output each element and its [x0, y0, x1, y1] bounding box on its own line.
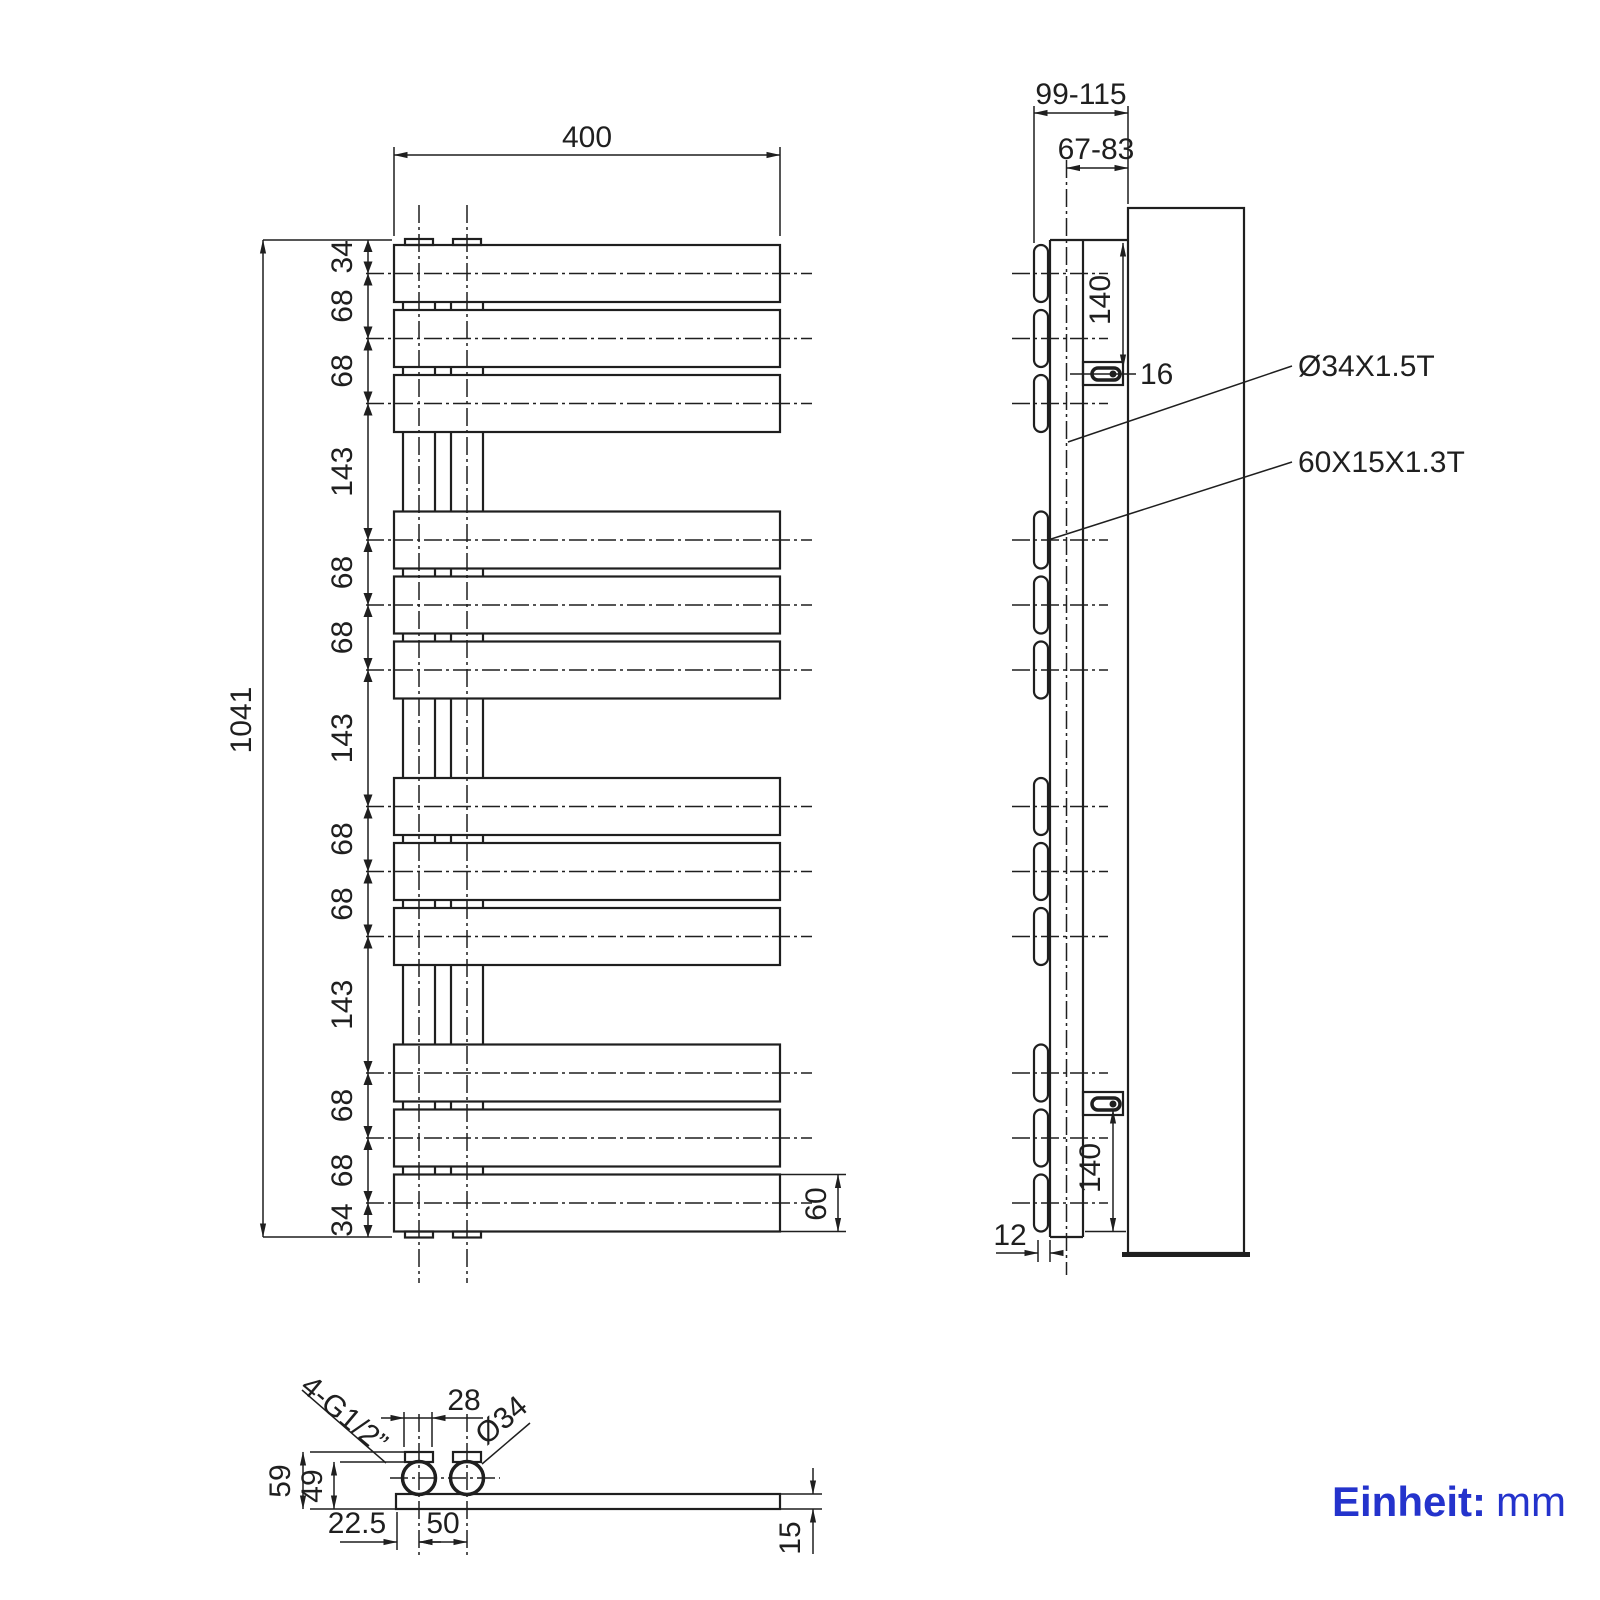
panel-centerlines	[366, 272, 812, 1204]
front-view	[366, 205, 812, 1283]
chain-label: 143	[326, 447, 359, 497]
chain-label: 68	[326, 556, 359, 589]
extension-lines-mount-depth	[1033, 106, 1129, 243]
bracket-screw	[1109, 1100, 1117, 1108]
unit-note: Einheit:mm	[1332, 1478, 1566, 1525]
dim-edge-offset-label: 22.5	[328, 1507, 386, 1540]
dim-bracket-top-label: 140	[1084, 275, 1117, 325]
side-view-dimensions: 99-115 67-83 140 16 Ø34X1.5T 60X15X1.3T …	[993, 78, 1465, 1262]
vertical-tube-side	[1048, 238, 1128, 1239]
panel-bottom-edge	[394, 1492, 782, 1511]
chain-label: 68	[326, 621, 359, 654]
tube-spec-leader	[1067, 365, 1293, 443]
extension-lines-gap	[1037, 1240, 1051, 1262]
chain-label: 68	[326, 1154, 359, 1187]
chain-label: 34	[326, 240, 359, 273]
dim-wall-to-tube-label: 67-83	[1058, 133, 1135, 166]
tube-section-centerlines	[390, 1414, 500, 1556]
dim-stub-height-label: 59	[264, 1464, 297, 1497]
front-view-dimensions: 400 1041 34 68 68 143 68 68 143 68 68 14…	[225, 121, 846, 1238]
dim-mount-depth-label: 99-115	[1035, 78, 1126, 111]
panel-spec-leader	[1047, 461, 1293, 541]
side-view	[1012, 160, 1250, 1275]
chain-label: 143	[326, 980, 359, 1030]
tube-centerlines	[418, 205, 468, 1283]
dim-gap-label: 12	[993, 1219, 1026, 1252]
chain-label: 68	[326, 887, 359, 920]
bracket-slot-hole	[1090, 1096, 1122, 1112]
dim-bracket-bottom-label: 140	[1074, 1143, 1107, 1193]
tube-diameter-leader	[481, 1422, 531, 1465]
tube-spec-label: Ø34X1.5T	[1298, 350, 1435, 383]
brick-wall	[1126, 206, 1246, 1255]
chain-label: 68	[326, 1089, 359, 1122]
chain-label: 68	[326, 822, 359, 855]
dim-thickness-label: 15	[774, 1521, 807, 1554]
panel-edge-slots	[1032, 243, 1050, 1233]
extension-lines-thickness	[780, 1493, 822, 1510]
dim-stub-width-label: 28	[447, 1384, 480, 1417]
unit-note-value: mm	[1496, 1478, 1566, 1525]
thread-leader	[301, 1389, 387, 1464]
bottom-view	[390, 1414, 782, 1556]
wall-bracket-top	[1070, 360, 1136, 387]
chain-label: 68	[326, 354, 359, 387]
chain-label: 143	[326, 713, 359, 763]
vertical-tubes-between-panels	[401, 302, 485, 1175]
wall-bracket-bottom	[1081, 1090, 1125, 1117]
chain-label: 68	[326, 289, 359, 322]
panel-centerlines-side	[1012, 272, 1108, 1204]
thread-spec-label: 4-G1/2”	[295, 1369, 394, 1460]
extension-lines-heights	[310, 1451, 404, 1510]
dim-width-label: 400	[562, 121, 612, 154]
dim-panel-height-label: 60	[800, 1187, 833, 1220]
dim-height-label: 1041	[225, 687, 258, 754]
dim-tube-spacing-label: 50	[426, 1507, 459, 1540]
bottom-view-dimensions: 59 49 4-G1/2” 28 Ø34 22.5 50 15	[264, 1369, 822, 1555]
bracket-body	[1081, 1090, 1125, 1117]
chain-label: 34	[326, 1203, 359, 1236]
extension-lines-height	[263, 239, 392, 1238]
dim-tube-height-label: 49	[296, 1469, 329, 1502]
vertical-tube-caps	[403, 237, 483, 1239]
unit-note-label: Einheit:	[1332, 1478, 1486, 1525]
panel-spec-label: 60X15X1.3T	[1298, 446, 1465, 479]
extension-lines-width	[393, 147, 781, 236]
bracket-slot-label: 16	[1140, 358, 1173, 391]
